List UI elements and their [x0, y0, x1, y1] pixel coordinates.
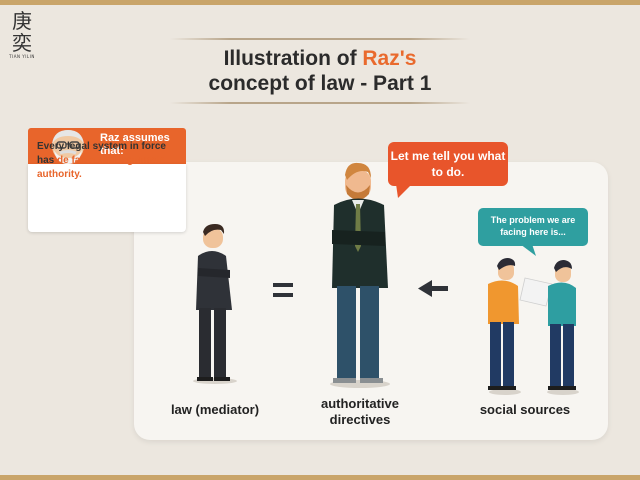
title-line2: concept of law - Part 1 [208, 72, 432, 95]
man-center-figure [330, 162, 390, 388]
raz-heading: Raz assumes that: [100, 132, 170, 157]
logo-glyph-top: 庚 [12, 9, 32, 33]
equals-sign [273, 283, 293, 297]
raz-portrait [52, 130, 84, 164]
label-authoritative-directives: authoritative directives [320, 396, 399, 427]
speech-bubble-right: The problem we are facing here is... [478, 208, 588, 246]
bubble-tail-teal [520, 244, 536, 256]
top-border [0, 0, 640, 5]
man-orange-shirt-figure [488, 258, 521, 395]
raz-statement-text: Every legal system in force has [37, 141, 166, 166]
bottom-border [0, 475, 640, 480]
title-block: Illustration of Raz's concept of law - P… [170, 38, 470, 104]
man-left-figure [193, 224, 237, 384]
man-teal-shirt-figure [547, 260, 579, 395]
page-title: Illustration of Raz's concept of law - P… [170, 46, 470, 96]
label-law-mediator: law (mediator) [170, 402, 260, 417]
title-line1-text: Illustration of [223, 47, 363, 70]
logo-glyph-bottom: 奕 [12, 31, 32, 55]
raz-statement: Every legal system in force has de facto… [37, 140, 182, 182]
paper-document [519, 277, 553, 307]
raz-card-body [28, 164, 186, 232]
raz-statement-accent: de facto and legitimate authority. [37, 155, 166, 180]
speech-bubble-center: Let me tell you what to do. [388, 142, 508, 186]
title-top-rule [170, 38, 470, 40]
bubble-tail-orange [396, 184, 412, 198]
logo-subtext: TIAN YILIN [9, 54, 35, 59]
label-social-sources: social sources [479, 402, 571, 417]
title-accent: Raz's [362, 47, 417, 70]
arrow-left-icon [418, 280, 448, 297]
logo: 庚 奕 TIAN YILIN [8, 10, 36, 70]
title-bottom-rule [170, 102, 470, 104]
raz-card: Raz assumes that: Every legal system in … [28, 128, 186, 234]
